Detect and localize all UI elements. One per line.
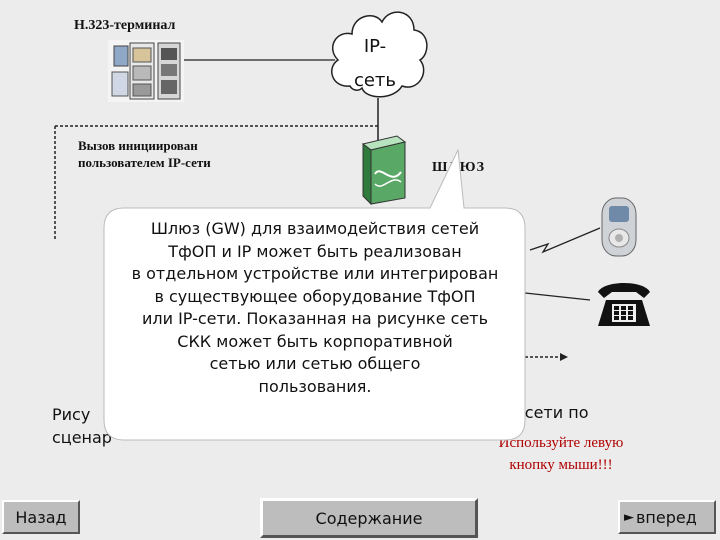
- back-button[interactable]: Назад: [2, 500, 80, 534]
- figure-caption-left: Рису сценар: [52, 405, 112, 447]
- mobile-phone-icon: [601, 197, 637, 257]
- telephone-icon: [598, 283, 650, 326]
- terminal-label: H.323-терминал: [74, 18, 176, 33]
- radio-link: [529, 227, 601, 254]
- terminal-icon: [108, 40, 184, 102]
- forward-button[interactable]: ► вперед: [618, 500, 716, 534]
- call-path-line: [55, 125, 379, 128]
- contents-button-label: Содержание: [315, 508, 423, 528]
- figure-caption-right: IP-сети по: [505, 403, 589, 422]
- contents-button[interactable]: Содержание: [260, 498, 478, 538]
- mouse-hint: Используйте левую кнопку мыши!!!: [498, 435, 624, 473]
- back-button-label: Назад: [15, 507, 67, 527]
- forward-button-label: вперед: [636, 507, 697, 527]
- play-arrow-icon: ►: [624, 509, 634, 525]
- call-initiated-label: Вызов инициирован пользователем IP-сети: [78, 138, 211, 170]
- callout-text: Шлюз (GW) для взаимодействия сетей ТфОП …: [131, 219, 499, 396]
- call-arrow-head: [560, 353, 568, 361]
- gateway-icon: [361, 135, 407, 206]
- cloud-icon: [331, 11, 428, 98]
- line-to-telephone: [524, 292, 591, 301]
- network-label: IP- сеть: [353, 36, 397, 91]
